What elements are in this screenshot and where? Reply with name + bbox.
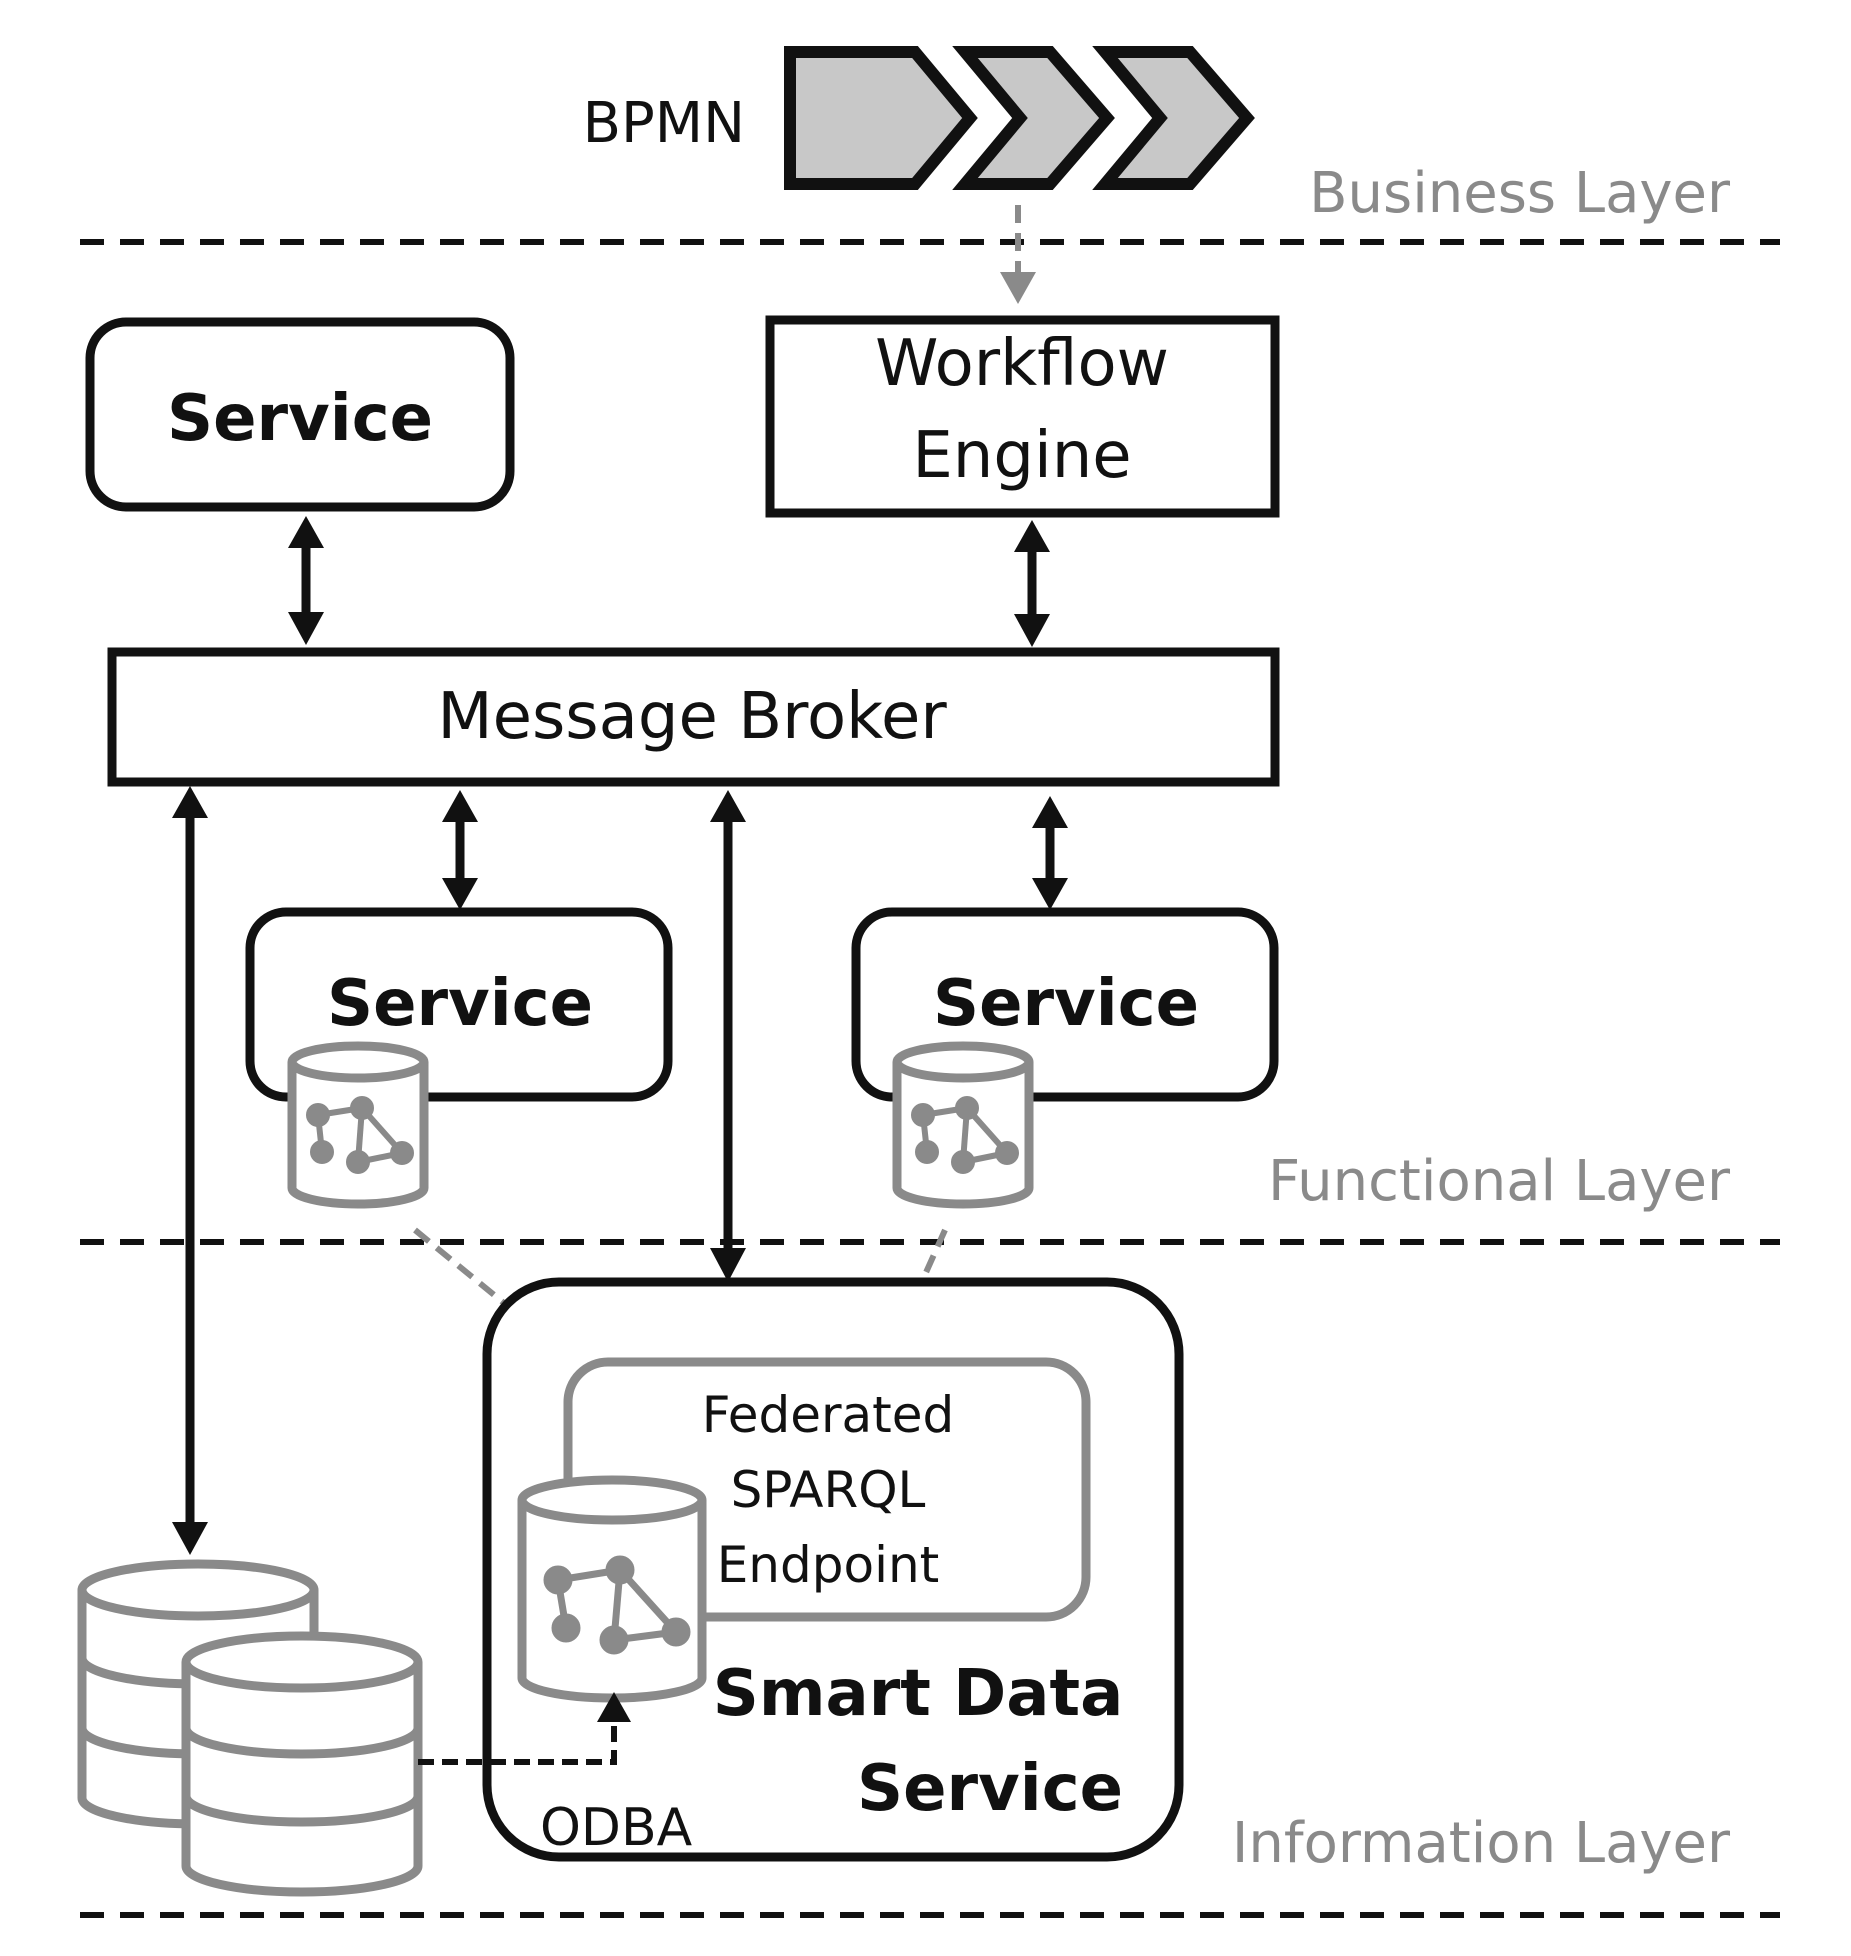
message-broker-box [107, 647, 1280, 787]
bpmn-process-icon [784, 46, 1255, 190]
broker-databases-arrow [172, 786, 208, 1555]
graph-database-icon [892, 1041, 1034, 1209]
odba-label: ODBA [540, 1798, 693, 1858]
broker-service-right-arrow [1032, 796, 1068, 910]
business-layer-label: Business Layer [1309, 161, 1731, 226]
graph-database-icon [287, 1041, 429, 1209]
service-mid-left-label: Service [327, 967, 593, 1041]
bpmn-to-workflow-arrow [1000, 205, 1036, 304]
graph-database-icon [517, 1475, 707, 1703]
federated-endpoint-label-line3: Endpoint [717, 1536, 940, 1594]
smart-data-service-label-line1: Smart Data [713, 1657, 1124, 1731]
service-top-label: Service [167, 382, 433, 456]
message-broker-label: Message Broker [437, 680, 947, 754]
odba-connector-arrow [418, 1692, 631, 1765]
relational-databases-icon [77, 1559, 423, 1897]
federated-endpoint-label-line2: SPARQL [731, 1461, 926, 1519]
service-mid-right-label: Service [933, 967, 1199, 1041]
smart-data-service-label-line2: Service [857, 1752, 1123, 1826]
workflow-engine-label-line1: Workflow [875, 327, 1169, 401]
workflow-broker-arrow [1014, 520, 1050, 647]
federated-endpoint-label-line1: Federated [702, 1386, 955, 1444]
broker-smart-data-arrow [710, 790, 746, 1282]
bpmn-label: BPMN [583, 91, 745, 156]
service-top-broker-arrow [288, 516, 324, 645]
information-layer-label: Information Layer [1232, 1811, 1731, 1876]
broker-service-left-arrow [442, 790, 478, 910]
workflow-engine-box [765, 315, 1280, 518]
workflow-engine-label-line2: Engine [912, 419, 1131, 493]
functional-layer-label: Functional Layer [1268, 1149, 1731, 1214]
service-box-top [85, 317, 515, 512]
